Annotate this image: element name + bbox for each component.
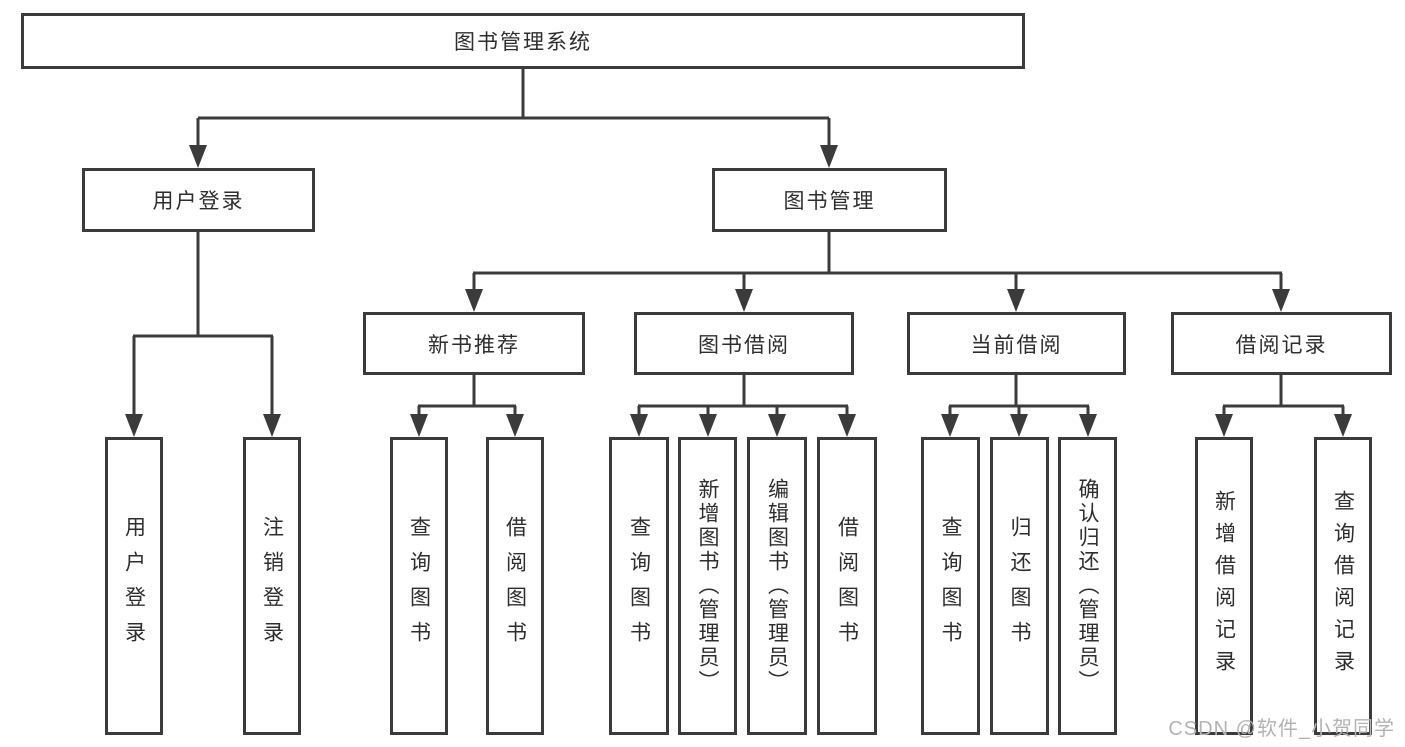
leaf-label: 归还图书 — [1008, 516, 1031, 656]
leaf-label: 用户登录 — [122, 516, 146, 656]
leaf-logout: 注销登录 — [243, 437, 301, 735]
leaf-label: 新增图书（管理员） — [696, 478, 719, 694]
leaf-add-books-admin: 新增图书（管理员） — [678, 437, 737, 735]
node-book-management: 图书管理 — [712, 168, 947, 232]
leaf-confirm-return-admin: 确认归还（管理员） — [1058, 437, 1117, 735]
leaf-borrow-books-1: 借阅图书 — [486, 437, 544, 735]
node-new-book-recommend: 新书推荐 — [363, 312, 585, 375]
leaf-label: 借阅图书 — [835, 516, 859, 656]
node-current-borrow: 当前借阅 — [907, 312, 1126, 375]
leaf-return-books: 归还图书 — [990, 437, 1049, 735]
leaf-label: 查询图书 — [939, 516, 962, 656]
leaf-borrow-books-2: 借阅图书 — [817, 437, 877, 735]
leaf-label: 新增借阅记录 — [1212, 490, 1236, 682]
node-root-system: 图书管理系统 — [21, 13, 1025, 69]
leaf-user-login: 用户登录 — [105, 437, 163, 735]
leaf-label: 编辑图书（管理员） — [765, 478, 789, 694]
leaf-query-books-3: 查询图书 — [921, 437, 980, 735]
leaf-query-books-2: 查询图书 — [609, 437, 669, 735]
leaf-edit-books-admin: 编辑图书（管理员） — [747, 437, 807, 735]
leaf-query-borrow-record: 查询借阅记录 — [1314, 437, 1372, 735]
leaf-label: 确认归还（管理员） — [1076, 478, 1099, 694]
leaf-label: 借阅图书 — [503, 516, 527, 656]
leaf-query-books-1: 查询图书 — [390, 437, 448, 735]
leaf-label: 查询图书 — [407, 516, 431, 656]
leaf-add-borrow-record: 新增借阅记录 — [1195, 437, 1253, 735]
leaf-label: 查询图书 — [627, 516, 651, 656]
node-borrow-records: 借阅记录 — [1171, 312, 1392, 375]
node-book-borrow: 图书借阅 — [634, 312, 854, 375]
leaf-label: 查询借阅记录 — [1331, 490, 1355, 682]
node-user-login: 用户登录 — [82, 168, 315, 232]
leaf-label: 注销登录 — [260, 516, 284, 656]
csdn-watermark: CSDN @软件_小贺同学 — [1168, 718, 1395, 740]
